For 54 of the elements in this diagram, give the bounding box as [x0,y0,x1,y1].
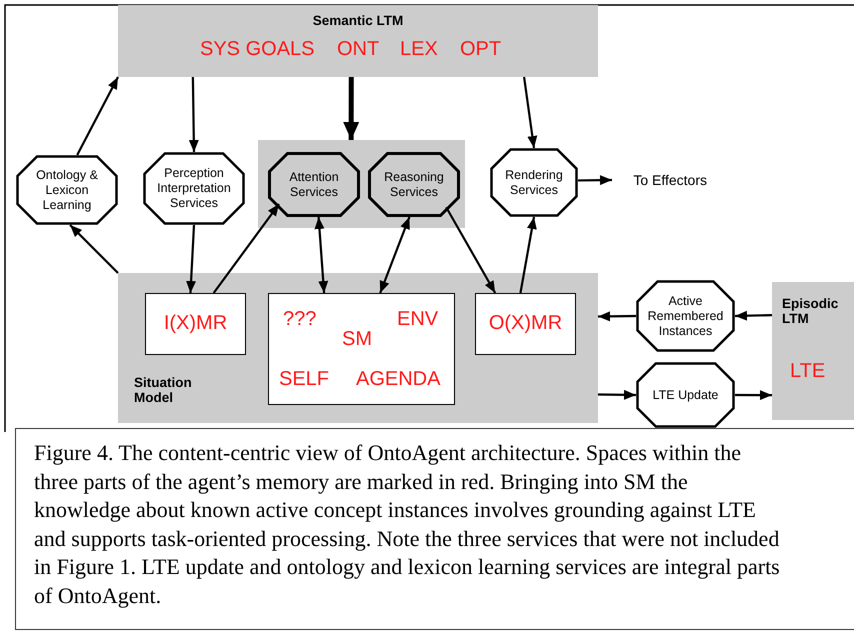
memory-space-label: SELF [279,368,330,391]
memory-space-box [145,293,246,355]
service-octagon [636,280,735,352]
memory-space-label: ONT [337,38,380,61]
memory-space-box [268,293,455,405]
service-octagon [143,152,245,225]
memory-region [118,5,598,77]
arrow [343,77,360,140]
memory-space-label: OPT [460,38,502,61]
service-label: Reasoning Services [383,170,445,200]
service-label: Ontology & Lexicon Learning [35,168,99,212]
service-octagon [490,148,578,217]
service-label: Attention Services [288,170,340,200]
memory-space-label: SYS GOALS [200,38,314,61]
arrow [212,203,280,294]
arrow [578,175,612,186]
region-title: Situation Model [134,375,193,405]
arrow [186,224,196,294]
figure-caption: Figure 4. The content-centric view of OntoAgent architecture. Spaces within the three parts of the agent’s memory are marked in red. Bringing into SM the knowledge about known active concept instances involves grounding against LTE and supports task-oriented processing. Note the three services that were not included in Figure 1. LTE update and ontology and lexicon learning services are integral parts of OntoAgent. [15,428,854,630]
arrow [598,390,636,400]
service-octagon [636,362,735,428]
service-octagon [368,152,460,217]
double-arrow [314,216,328,294]
service-group-panel [258,140,465,228]
service-label: Rendering Services [504,168,564,198]
memory-space-label: LEX [400,38,438,61]
region-title: Semantic LTM [312,13,404,28]
arrow [445,206,496,294]
memory-space-label: LTE [790,360,826,383]
service-octagon [16,155,118,225]
arrow [598,311,636,322]
arrow [188,76,199,152]
service-label: LTE Update [652,388,718,402]
memory-space-label: ENV [397,308,438,331]
service-octagon [268,152,360,217]
memory-space-label: I(X)MR [164,312,228,335]
memory-space-label: ??? [283,308,316,331]
memory-region [118,273,598,423]
arrow [735,390,772,400]
memory-space-label: O(X)MR [488,312,562,335]
region-title: Episodic LTM [782,296,840,326]
arrow [69,224,119,274]
memory-space-label: SM [342,328,372,351]
service-label: Perception Interpretation Services [156,166,232,211]
arrow [734,310,772,321]
arrow [519,216,537,294]
double-arrow [379,216,410,294]
memory-region [772,282,854,420]
arrow [76,76,119,156]
service-label: Active Remembered Instances [646,294,724,338]
arrow [523,76,538,148]
output-label: To Effectors [633,172,707,188]
memory-space-label: AGENDA [356,368,440,391]
memory-space-box [475,293,576,355]
